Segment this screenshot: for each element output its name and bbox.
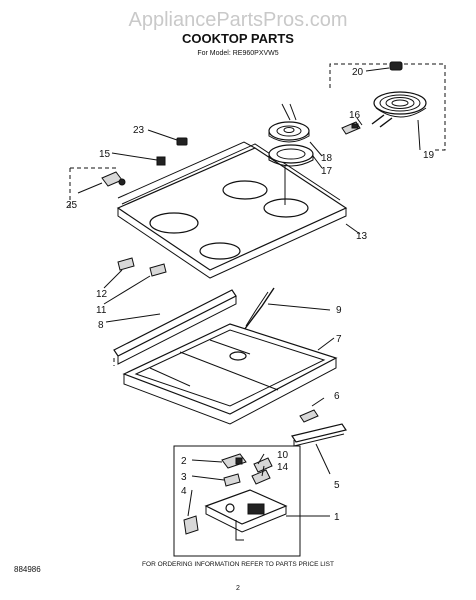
hinge-parts <box>103 257 167 305</box>
callout-16: 16 <box>349 110 361 121</box>
callout-1: 1 <box>334 512 340 523</box>
callout-10: 10 <box>277 450 289 461</box>
callout-labels: 20 16 19 23 18 17 15 25 13 12 11 9 8 7 6… <box>66 67 435 523</box>
footer-code: 884986 <box>14 565 41 574</box>
page-number: 2 <box>236 585 240 592</box>
callout-20: 20 <box>352 67 364 78</box>
callout-4: 4 <box>181 486 187 497</box>
callout-11: 11 <box>96 305 107 316</box>
callout-23: 23 <box>133 125 145 136</box>
callout-25: 25 <box>66 200 78 211</box>
switch-inset <box>173 445 330 557</box>
burner-inset <box>329 61 446 151</box>
callout-6: 6 <box>334 391 340 402</box>
page-title: COOKTOP PARTS <box>182 31 294 46</box>
callout-18: 18 <box>321 153 333 164</box>
callout-5: 5 <box>334 480 340 491</box>
callout-15: 15 <box>99 149 111 160</box>
callout-12: 12 <box>96 289 108 300</box>
main-top <box>122 323 338 425</box>
callout-3: 3 <box>181 472 187 483</box>
callout-13: 13 <box>356 231 368 242</box>
callout-17: 17 <box>321 166 333 177</box>
model-line: For Model: RE960PXVW5 <box>197 50 278 57</box>
callout-14: 14 <box>277 462 289 473</box>
footer-note: FOR ORDERING INFORMATION REFER TO PARTS … <box>142 561 334 568</box>
trim-and-rod <box>105 287 331 366</box>
cooktop-assembly <box>69 103 361 279</box>
callout-7: 7 <box>336 334 342 345</box>
watermark: AppliancePartsPros.com <box>129 9 348 31</box>
callout-19: 19 <box>423 150 435 161</box>
callout-8: 8 <box>98 320 104 331</box>
callout-9: 9 <box>336 305 342 316</box>
callout-2: 2 <box>181 456 187 467</box>
